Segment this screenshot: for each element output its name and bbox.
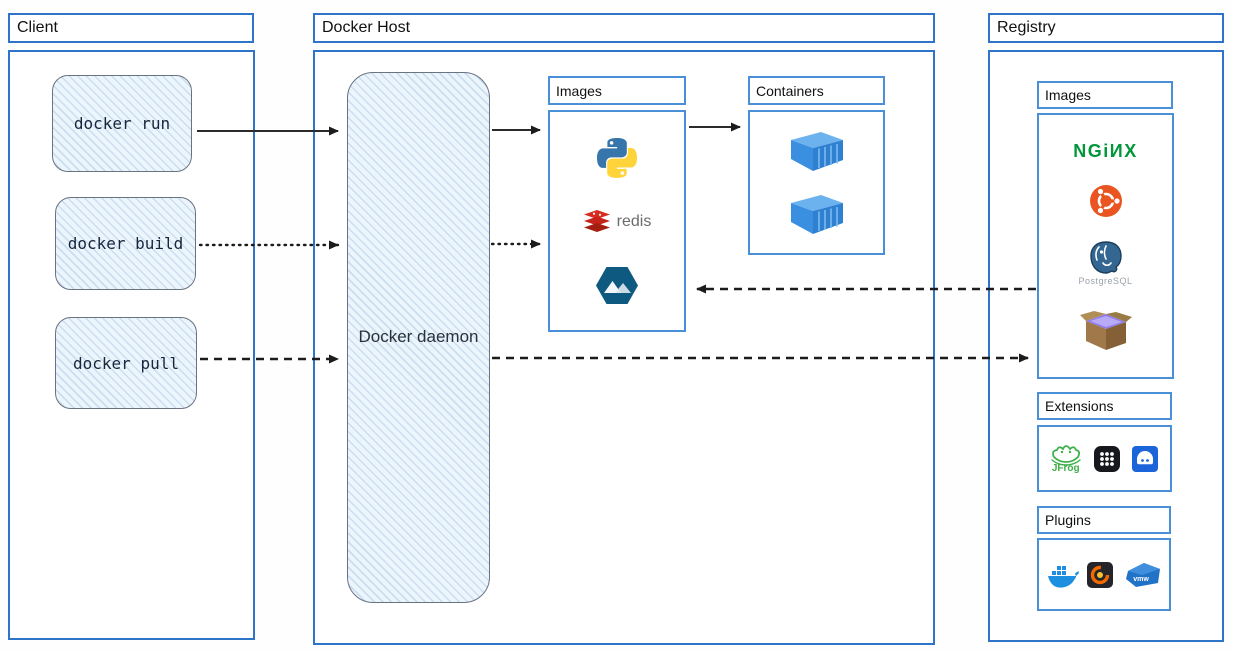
jfrog-label: JFrog [1051,462,1080,474]
postgresql-label: PostgreSQL [1078,275,1133,286]
containers-box [748,110,885,255]
jfrog-logo: JFrog [1050,444,1082,474]
extensions-title-bar: Extensions [1037,392,1172,420]
container-icon [790,132,843,172]
redis-icon [583,210,610,233]
docker-daemon-box: Docker daemon [347,72,490,603]
vmware-icon: vmw [1125,562,1160,587]
client-title-bar: Client [8,13,254,43]
nginx-logo: NGiИX [1073,140,1138,161]
plugins-title-bar: Plugins [1037,506,1171,534]
docker-build-label: docker build [67,234,184,253]
redis-label: redis [616,213,652,231]
host-images-box: redis [548,110,686,332]
registry-images-title-bar: Images [1037,81,1173,109]
docker-run-label: docker run [73,114,171,133]
disk-usage-icon [1132,445,1159,472]
jfrog-icon [1051,444,1081,466]
registry-images-title: Images [1045,87,1091,103]
docker-host-title: Docker Host [322,19,411,36]
vmware-label: vmw [1133,576,1149,583]
plugins-box: vmw [1037,538,1171,611]
container-icon [790,194,843,234]
redis-logo: redis [583,210,652,234]
app-grid-icon [1093,445,1120,472]
ubuntu-icon [1089,185,1122,218]
docker-host-title-bar: Docker Host [313,13,935,43]
alpine-linux-icon [596,266,638,304]
python-icon [597,138,637,179]
package-box-icon [1079,311,1132,351]
containers-title-bar: Containers [748,76,885,105]
host-images-title: Images [556,82,602,99]
host-images-title-bar: Images [548,76,686,105]
docker-daemon-label: Docker daemon [358,327,479,347]
extensions-box: JFrog [1037,425,1172,492]
docker-pull-box: docker pull [55,317,197,409]
registry-title-bar: Registry [988,13,1224,43]
registry-title: Registry [997,19,1056,36]
docker-run-box: docker run [52,75,192,172]
extensions-title: Extensions [1045,398,1114,414]
client-title: Client [17,19,58,36]
containers-title: Containers [756,82,824,99]
postgresql-icon [1089,241,1122,274]
docker-whale-icon [1047,565,1079,588]
plugins-title: Plugins [1045,512,1091,528]
docker-pull-label: docker pull [73,353,179,373]
postgresql-logo: PostgreSQL [1078,241,1132,286]
docker-build-box: docker build [55,197,196,290]
grafana-icon [1087,561,1113,588]
registry-images-box: NGiИX PostgreSQL [1037,113,1174,379]
